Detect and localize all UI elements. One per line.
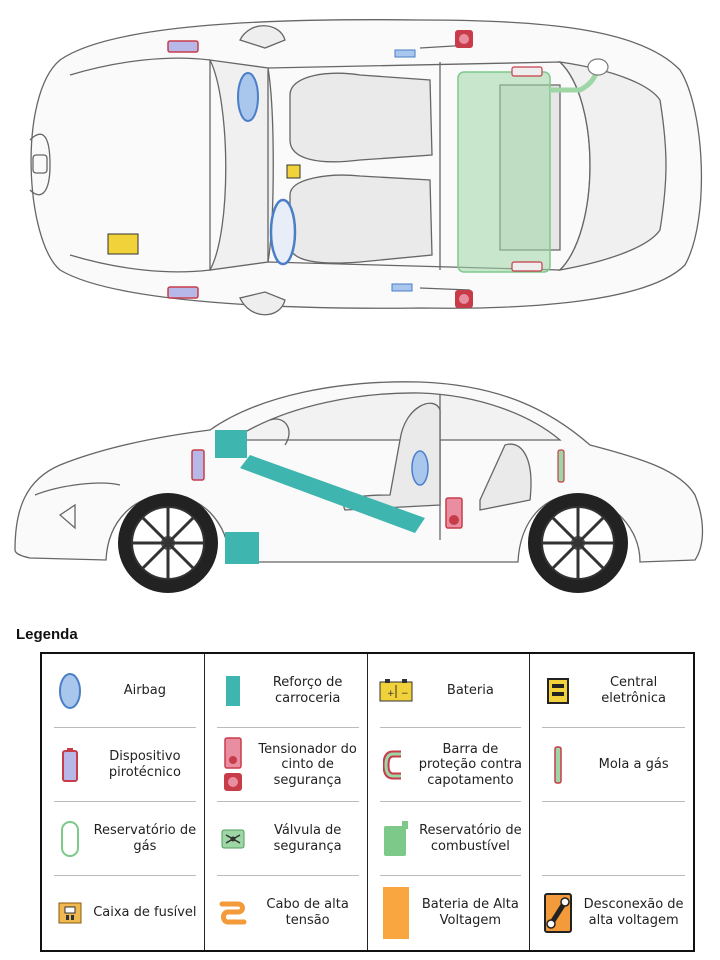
legend-label: Central eletrônica bbox=[580, 675, 693, 706]
pyro-device-side bbox=[192, 450, 204, 480]
fuel-tank-top bbox=[458, 72, 550, 272]
legend-item-mola: Mola a gás bbox=[530, 728, 693, 802]
legend-label: Dispositivo pirotécnico bbox=[92, 749, 204, 780]
legend-item-desconexao: Desconexão de alta voltagem bbox=[530, 876, 693, 950]
legend-item-airbag: Airbag bbox=[42, 654, 205, 728]
legend-item-bateria: +− Bateria bbox=[368, 654, 531, 728]
svg-text:+: + bbox=[387, 689, 395, 699]
belt-tensioner-top-dot bbox=[459, 34, 469, 44]
legend-label: Barra de proteção contra capotamento bbox=[418, 742, 530, 789]
legend-item-pirotecnico: Dispositivo pirotécnico bbox=[42, 728, 205, 802]
gas-spring-icon bbox=[552, 745, 564, 785]
legend-title: Legenda bbox=[16, 626, 78, 643]
legend-item-caixa-fusivel: Caixa de fusível bbox=[42, 876, 205, 950]
rollover-bar-icon bbox=[383, 750, 409, 780]
legend-label: Reforço de carroceria bbox=[255, 675, 367, 706]
legend-item-tensionador: Tensionador do cinto de segurança bbox=[205, 728, 368, 802]
seat-front-top bbox=[290, 73, 432, 162]
front-wheel bbox=[118, 493, 218, 593]
high-voltage-cable-icon bbox=[218, 900, 248, 926]
high-voltage-battery-icon bbox=[381, 885, 411, 941]
safety-valve-icon bbox=[221, 829, 245, 849]
seat-pyro-bottom bbox=[392, 284, 412, 291]
airbag-passenger bbox=[271, 200, 295, 264]
pyro-device-bottom-right bbox=[512, 262, 542, 271]
electronic-unit-top bbox=[287, 165, 300, 178]
legend-table: Airbag Reforço de carroceria +− Bateria … bbox=[40, 652, 695, 952]
legend-item-combustivel: Reservatório de combustível bbox=[368, 802, 531, 876]
legend-item-bateria-av: Bateria de Alta Voltagem bbox=[368, 876, 531, 950]
belt-tensioner-icon bbox=[220, 737, 246, 793]
pyro-device-bottom-left bbox=[168, 287, 198, 298]
legend-label: Tensionador do cinto de segurança bbox=[255, 742, 367, 789]
seat-front-bottom bbox=[290, 175, 432, 263]
pyro-device-top-left bbox=[168, 41, 198, 52]
legend-label: Reservatório de gás bbox=[92, 823, 204, 854]
legend-item-cabo: Cabo de alta tensão bbox=[205, 876, 368, 950]
electronic-unit-icon bbox=[547, 678, 569, 704]
fuse-box-icon bbox=[58, 902, 82, 924]
legend-label: Reservatório de combustível bbox=[418, 823, 530, 854]
legend-label: Mola a gás bbox=[580, 757, 693, 773]
fuel-cap bbox=[588, 59, 608, 75]
fuel-tank-icon bbox=[382, 820, 410, 858]
airbag-icon bbox=[57, 671, 83, 711]
reinforcement-sill bbox=[225, 532, 259, 564]
legend-item-reforco: Reforço de carroceria bbox=[205, 654, 368, 728]
legend-item-central: Central eletrônica bbox=[530, 654, 693, 728]
airbag-seat-side bbox=[412, 451, 428, 485]
legend-label: Caixa de fusível bbox=[92, 905, 204, 921]
belt-tensioner-side-dot bbox=[449, 515, 459, 525]
battery-top bbox=[108, 234, 138, 254]
vehicle-diagram bbox=[0, 0, 720, 620]
legend-label: Airbag bbox=[92, 683, 204, 699]
legend-item-barra: Barra de proteção contra capotamento bbox=[368, 728, 531, 802]
reinforcement-a-pillar bbox=[215, 430, 247, 458]
pyro-device-top-right bbox=[512, 67, 542, 76]
body-reinforcement-icon bbox=[223, 674, 243, 708]
legend-label: Desconexão de alta voltagem bbox=[580, 897, 693, 928]
rear-wheel bbox=[528, 493, 628, 593]
legend-label: Válvula de segurança bbox=[255, 823, 367, 854]
seat-pyro-top bbox=[395, 50, 415, 57]
legend-label: Bateria bbox=[418, 683, 530, 699]
legend-item-reservatorio-gas: Reservatório de gás bbox=[42, 802, 205, 876]
battery-icon: +− bbox=[379, 679, 413, 703]
pyrotechnic-device-icon bbox=[61, 747, 79, 783]
gas-reservoir-icon bbox=[60, 820, 80, 858]
legend-label: Bateria de Alta Voltagem bbox=[418, 897, 530, 928]
legend-item-valvula: Válvula de segurança bbox=[205, 802, 368, 876]
airbag-steering bbox=[238, 73, 258, 121]
svg-text:−: − bbox=[401, 689, 409, 699]
belt-tensioner-bottom-dot bbox=[459, 294, 469, 304]
gas-spring-side bbox=[558, 450, 564, 482]
legend-item-empty bbox=[530, 802, 693, 876]
high-voltage-disconnect-icon bbox=[544, 893, 572, 933]
legend-label: Cabo de alta tensão bbox=[255, 897, 367, 928]
